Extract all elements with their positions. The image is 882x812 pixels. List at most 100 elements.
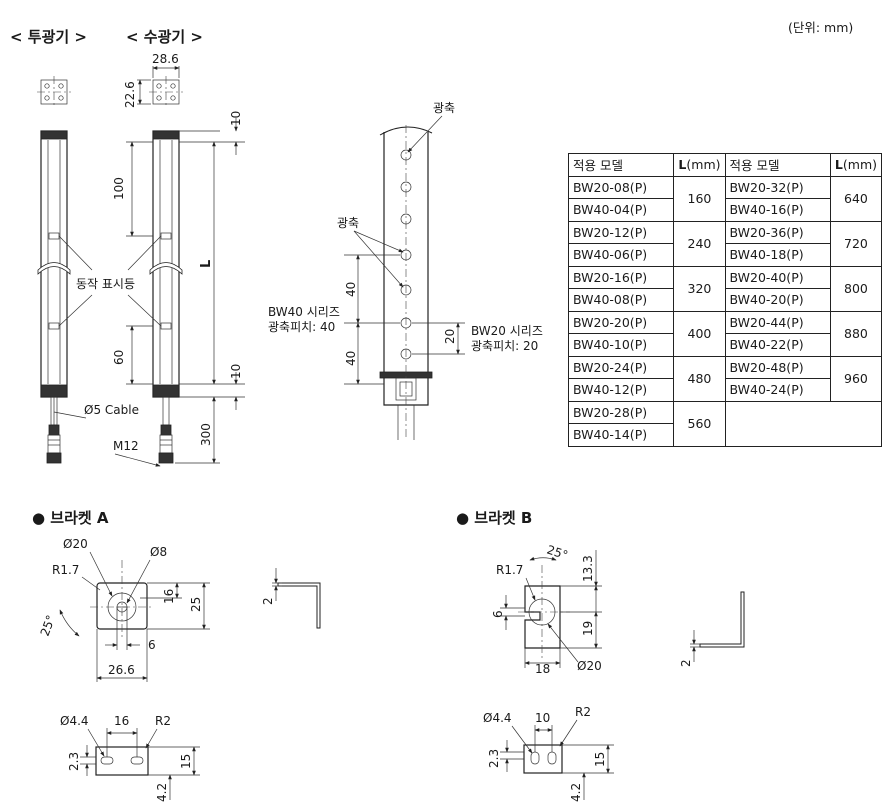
emitter-body (37, 130, 71, 464)
table-cell: BW20-12(P) (567, 220, 675, 244)
table-row: BW40-10(P) BW40-22(P) (567, 333, 882, 357)
dim-pitch-60: 60 (112, 350, 126, 365)
table-cell: 960 (829, 355, 882, 402)
cable-label: Ø5 Cable (84, 403, 139, 417)
table-cell: BW40-24(P) (724, 378, 831, 402)
table-cell: 240 (673, 220, 726, 267)
emitter-top-view (37, 76, 71, 108)
bracket-b-base-off: 4.2 (569, 783, 583, 802)
table-cell: 800 (829, 265, 882, 312)
bracket-b-h13: 13.3 (581, 555, 595, 582)
table-header-row: 적용 모델 L(mm) 적용 모델 L(mm) (567, 153, 882, 177)
bracket-b-hole-dia: Ø20 (577, 659, 602, 673)
bracket-b-w6: 6 (491, 610, 505, 618)
table-cell: BW40-12(P) (567, 378, 675, 402)
bracket-a-corner-r: R2 (155, 714, 171, 728)
table-row: BW40-12(P) BW40-24(P) (567, 378, 882, 402)
bw20-pitch-dim: 20 (443, 329, 457, 344)
bracket-b-thickness: 2 (679, 659, 693, 667)
header-model-left: 적용 모델 (567, 153, 675, 177)
table-cell: BW20-40(P) (724, 265, 831, 289)
bracket-b-base: 10 Ø4.4 R2 2.3 15 4.2 (483, 705, 614, 802)
bracket-a-slot-dia: Ø4.4 (60, 714, 89, 728)
header-l-right: L(mm) (829, 153, 882, 177)
table-cell: BW20-28(P) (567, 400, 675, 424)
table-row: BW40-06(P) BW40-18(P) (567, 243, 882, 267)
table-cell: BW40-22(P) (724, 333, 831, 357)
table-cell: BW40-14(P) (567, 423, 675, 447)
table-row: BW40-14(P) (567, 423, 882, 447)
bracket-b-h19: 19 (581, 621, 595, 636)
header-model-right: 적용 모델 (724, 153, 831, 177)
bracket-a-angle: 25° (38, 613, 58, 638)
table-cell: BW20-32(P) (724, 175, 831, 199)
bracket-b-corner-r: R2 (575, 705, 591, 719)
table-row: BW40-08(P) BW40-20(P) (567, 288, 882, 312)
bracket-a-slot-pitch: 16 (114, 714, 129, 728)
connector-label: M12 (113, 439, 139, 453)
table-cell: BW20-36(P) (724, 220, 831, 244)
table-cell: 720 (829, 220, 882, 267)
receiver-body (149, 130, 183, 464)
table-cell: 400 (673, 310, 726, 357)
bracket-a-w6: 6 (148, 638, 156, 652)
header-l-left: L(mm) (673, 153, 726, 177)
bw40-pitch-label: 광축피치: 40 (268, 320, 335, 334)
bracket-b-base-h: 15 (593, 752, 607, 767)
bracket-b-slot-dia: Ø4.4 (483, 711, 512, 725)
receiver-heading: < 수광기 > (126, 28, 203, 46)
bracket-a-slot-h: 2.3 (67, 752, 81, 771)
bracket-b-angle: 25° (545, 543, 570, 563)
bracket-b-heading: ● 브라켓 B (456, 509, 532, 527)
bracket-b-front: 13.3 19 18 6 R1.7 Ø20 25° (491, 543, 602, 676)
table-empty-cell (724, 400, 882, 447)
table-cell: 480 (673, 355, 726, 402)
dim-cable-length: 300 (199, 423, 213, 446)
bracket-b-radius: R1.7 (496, 563, 523, 577)
table-row: BW20-16(P) 320 BW20-40(P) 800 (567, 265, 882, 312)
table-cell: BW40-04(P) (567, 198, 675, 222)
table-cell: 880 (829, 310, 882, 357)
table-row: BW20-20(P) 400 BW20-44(P) 880 (567, 310, 882, 357)
table-cell: BW20-24(P) (567, 355, 675, 379)
table-row: BW20-24(P) 480 BW20-48(P) 960 (567, 355, 882, 402)
receiver-top-view: 28.6 22.6 (123, 52, 183, 108)
bracket-a-radius: R1.7 (52, 563, 79, 577)
bw40-series-label: BW40 시리즈 (268, 305, 340, 319)
table-row: BW20-08(P) 160 BW20-32(P) 640 (567, 175, 882, 222)
table-cell: 320 (673, 265, 726, 312)
dim-depth: 22.6 (123, 81, 137, 108)
bracket-a-heading: ● 브라켓 A (32, 509, 109, 527)
table-row: BW20-28(P) 560 (567, 400, 882, 447)
model-length-table: 적용 모델 L(mm) 적용 모델 L(mm) BW20-08(P) 160 B… (567, 153, 882, 447)
dim-top-offset: 10 (229, 111, 243, 126)
unit-note: (단위: mm) (788, 20, 853, 35)
dim-width: 28.6 (152, 52, 179, 66)
bracket-a-small-dia: Ø8 (150, 545, 167, 559)
bracket-b-slot-pitch: 10 (535, 711, 550, 725)
bracket-b-w18: 18 (535, 662, 550, 676)
table-cell: BW20-48(P) (724, 355, 831, 379)
bracket-a-base-off: 4.2 (155, 783, 169, 802)
table-cell: BW40-20(P) (724, 288, 831, 312)
table-cell: BW20-16(P) (567, 265, 675, 289)
bracket-a-side: 2 (261, 568, 321, 629)
bracket-a-h25: 25 (189, 597, 203, 612)
table-row: BW40-04(P) BW40-16(P) (567, 198, 882, 222)
table-cell: BW40-16(P) (724, 198, 831, 222)
bracket-b-slot-h: 2.3 (487, 749, 501, 768)
dim-bottom-offset: 10 (229, 364, 243, 379)
receiver-dimensions: 10 L 10 300 100 60 (112, 111, 245, 464)
table-row: BW20-12(P) 240 BW20-36(P) 720 (567, 220, 882, 267)
table-cell: 160 (673, 175, 726, 222)
emitter-heading: < 투광기 > (10, 28, 87, 46)
dim-length: L (199, 260, 214, 268)
bracket-a-hole-dia: Ø20 (63, 537, 88, 551)
bracket-a-base-h: 15 (179, 754, 193, 769)
indicator-label: 동작 표시등 (76, 277, 135, 291)
bracket-a-h16: 16 (162, 589, 176, 604)
table-cell: BW40-08(P) (567, 288, 675, 312)
bw20-series-label: BW20 시리즈 (471, 324, 543, 338)
bracket-a-front: 16 25 26.6 6 Ø20 Ø8 R1.7 25° (38, 537, 210, 682)
